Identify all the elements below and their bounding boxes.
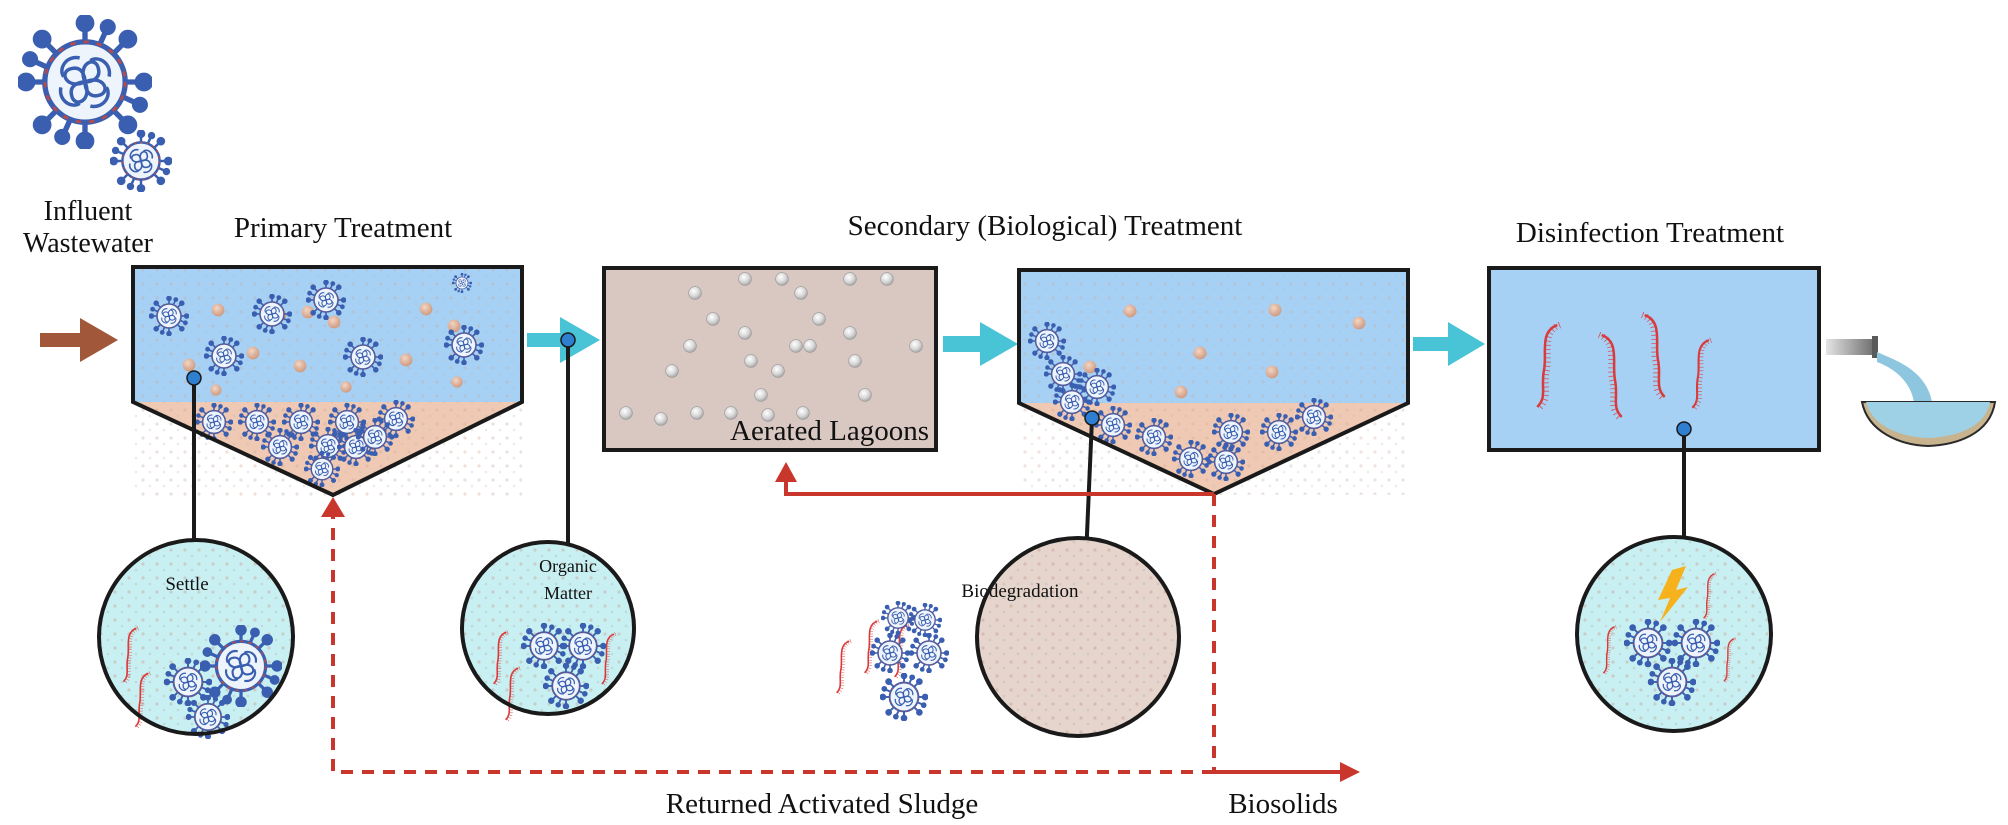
aerated-lagoons-label: Aerated Lagoons xyxy=(730,415,929,447)
callout-biodegradation: Biodegradation xyxy=(837,536,1181,738)
flow-arrow-3-icon xyxy=(1413,322,1485,366)
biodegradation-label: Biodegradation xyxy=(961,581,1079,602)
secondary-treatment-title: Secondary (Biological) Treatment xyxy=(848,210,1243,242)
return-arrowhead-icon xyxy=(775,462,797,482)
callout-settle: Settle xyxy=(97,538,295,739)
return-to-lagoon-line xyxy=(775,462,1214,496)
biosolids-line xyxy=(1214,762,1360,782)
primary-treatment-title: Primary Treatment xyxy=(234,212,452,244)
secondary-clarifier xyxy=(1017,268,1410,497)
disinfection-tank xyxy=(1487,266,1821,452)
organic-matter-label-line2: Matter xyxy=(544,583,592,603)
influent-label-line1: Influent xyxy=(44,196,133,227)
biosolids-label: Biosolids xyxy=(1228,788,1338,820)
organic-matter-label-line1: Organic xyxy=(539,556,597,576)
returned-activated-sludge-line xyxy=(321,494,1216,774)
influent-label-line2: Wastewater xyxy=(23,228,154,259)
lightning-icon xyxy=(1658,566,1688,622)
aerated-lagoon: Aerated Lagoons xyxy=(602,266,938,452)
influent-virus-icon xyxy=(19,16,172,192)
returned-activated-sludge-label: Returned Activated Sludge xyxy=(666,788,979,820)
callout-disinfection xyxy=(1575,535,1773,733)
flow-arrow-2-icon xyxy=(943,322,1018,366)
disinfection-treatment-title: Disinfection Treatment xyxy=(1516,217,1784,249)
primary-return-arrowhead-icon xyxy=(321,497,345,517)
outfall-pipe-icon xyxy=(1826,336,1932,402)
callout-connectors xyxy=(192,341,1686,566)
callout-pins xyxy=(186,332,1692,437)
biosolids-arrowhead-icon xyxy=(1340,762,1360,782)
settle-label: Settle xyxy=(165,574,208,595)
callout-organic-matter: Organic Matter xyxy=(460,540,636,720)
influent-arrow-icon xyxy=(40,318,118,362)
receiving-water-icon xyxy=(1860,401,1997,448)
